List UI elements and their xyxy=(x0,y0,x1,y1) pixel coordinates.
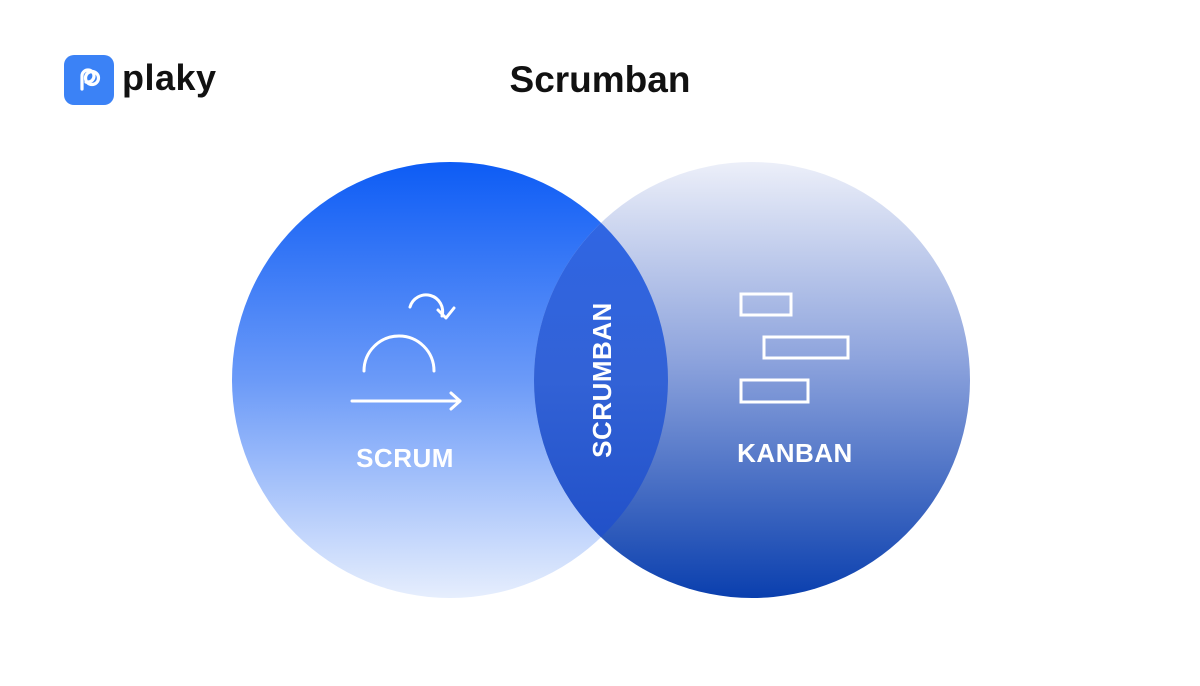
scrum-label: SCRUM xyxy=(356,443,454,473)
brand-logo: plaky xyxy=(64,55,217,105)
scrumban-label: SCRUMBAN xyxy=(587,302,617,458)
brand-name: plaky xyxy=(122,57,217,98)
sprint-cycle-icon xyxy=(350,293,462,411)
plaky-logo-icon xyxy=(64,55,114,105)
kanban-label: KANBAN xyxy=(737,438,853,468)
kanban-board-icon xyxy=(739,292,850,404)
scrum-circle xyxy=(232,162,668,598)
page-title: Scrumban xyxy=(509,59,691,100)
